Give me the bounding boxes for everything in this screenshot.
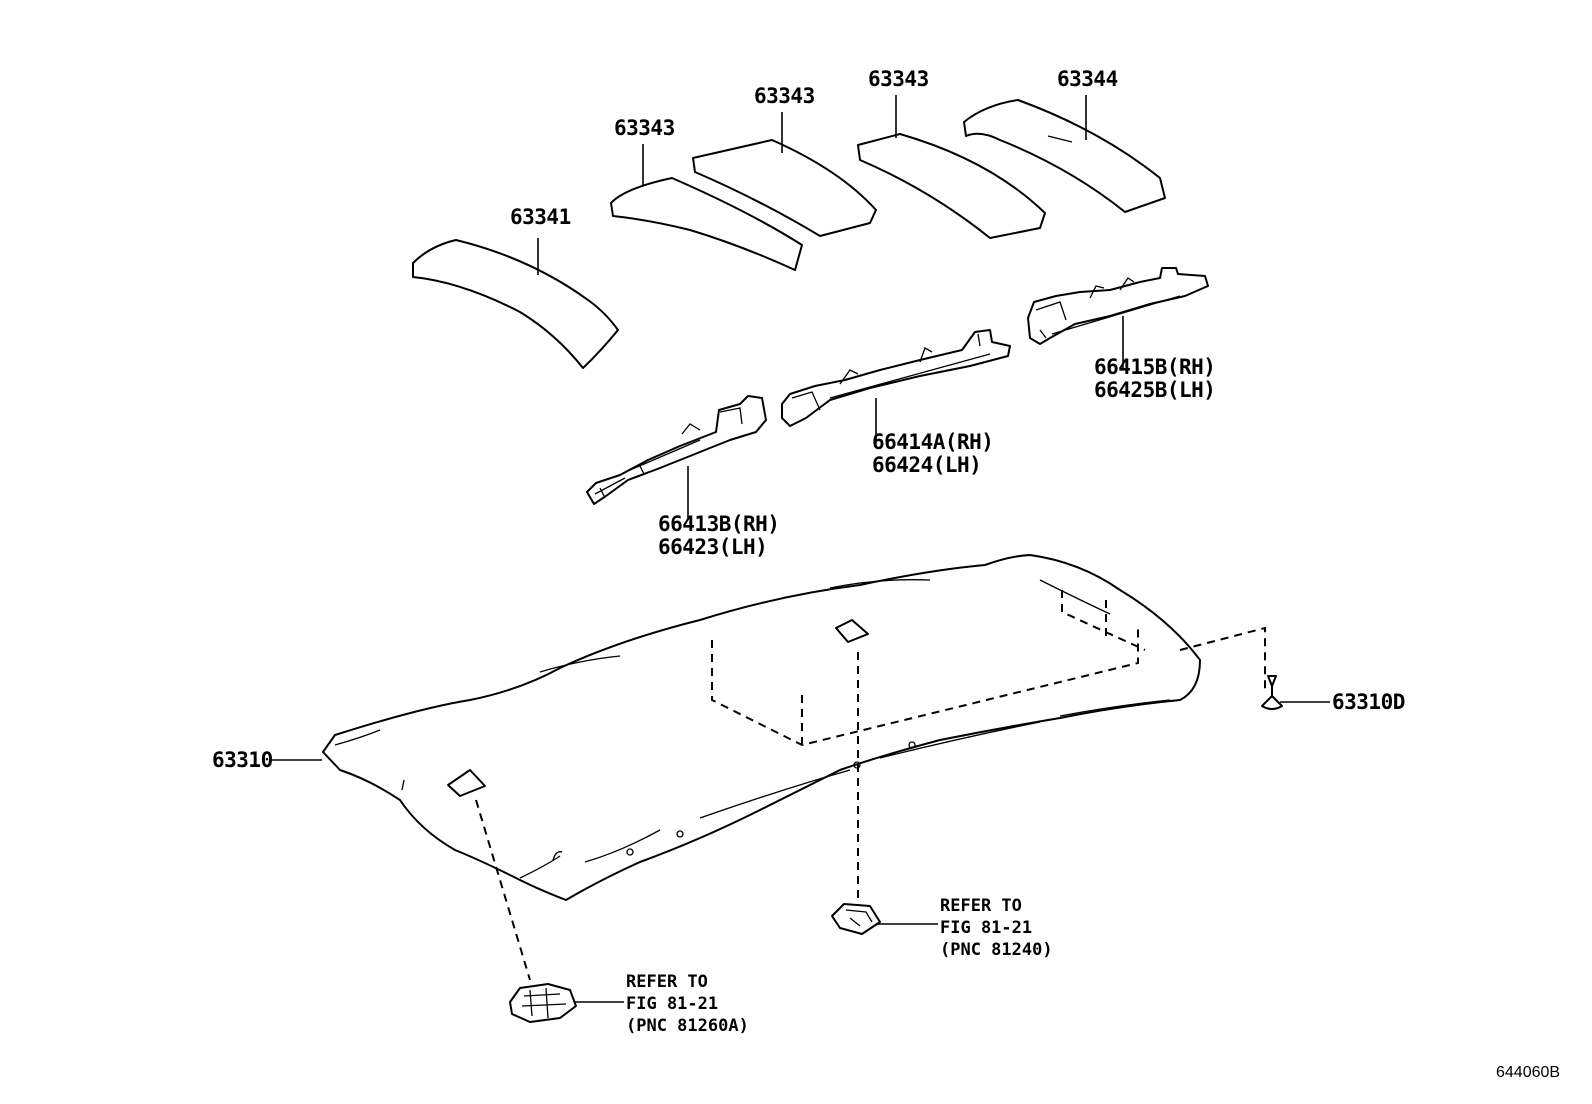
label-66423-lh: 66423(LH) bbox=[658, 535, 768, 559]
label-63343-b: 63343 bbox=[754, 84, 815, 108]
clip-63310d[interactable] bbox=[1261, 675, 1283, 710]
label-63341: 63341 bbox=[510, 205, 571, 229]
label-63343-c: 63343 bbox=[868, 67, 929, 91]
refer-note-81260a: REFER TO FIG 81-21 (PNC 81260A) bbox=[626, 971, 749, 1037]
room-lamp-81240[interactable] bbox=[831, 903, 881, 935]
pad-63343-a[interactable] bbox=[610, 177, 803, 271]
bracket-66415[interactable] bbox=[1027, 267, 1209, 345]
refer-note-line2: FIG 81-21 bbox=[626, 994, 719, 1014]
bracket-66413[interactable] bbox=[586, 395, 767, 505]
label-63310d: 63310D bbox=[1332, 690, 1405, 714]
refer-note-line3: (PNC 81260A) bbox=[626, 1016, 749, 1036]
label-66414-rh: 66414A(RH) bbox=[872, 430, 994, 454]
refer-note-line1: REFER TO bbox=[940, 896, 1022, 916]
refer-note-81240: REFER TO FIG 81-21 (PNC 81240) bbox=[940, 895, 1053, 961]
pad-63344[interactable] bbox=[963, 99, 1166, 213]
label-66415-rh: 66415B(RH) bbox=[1094, 355, 1216, 379]
pad-63343-b[interactable] bbox=[692, 139, 877, 237]
bracket-66414[interactable] bbox=[781, 329, 1011, 427]
label-66413-rh: 66413B(RH) bbox=[658, 512, 780, 536]
figure-code: 644060B bbox=[1496, 1064, 1561, 1081]
label-66424-lh: 66424(LH) bbox=[872, 453, 982, 477]
label-63343-a: 63343 bbox=[614, 116, 675, 140]
pad-63341[interactable] bbox=[412, 239, 619, 369]
refer-note-line3: (PNC 81240) bbox=[940, 940, 1053, 960]
refer-note-line1: REFER TO bbox=[626, 972, 708, 992]
refer-note-line2: FIG 81-21 bbox=[940, 918, 1033, 938]
map-lamp-81260a[interactable] bbox=[509, 983, 577, 1023]
headliner-63310[interactable] bbox=[322, 554, 1201, 901]
label-63344: 63344 bbox=[1057, 67, 1118, 91]
pad-63343-c[interactable] bbox=[857, 133, 1046, 239]
label-63310: 63310 bbox=[212, 748, 273, 772]
label-66425-lh: 66425B(LH) bbox=[1094, 378, 1216, 402]
